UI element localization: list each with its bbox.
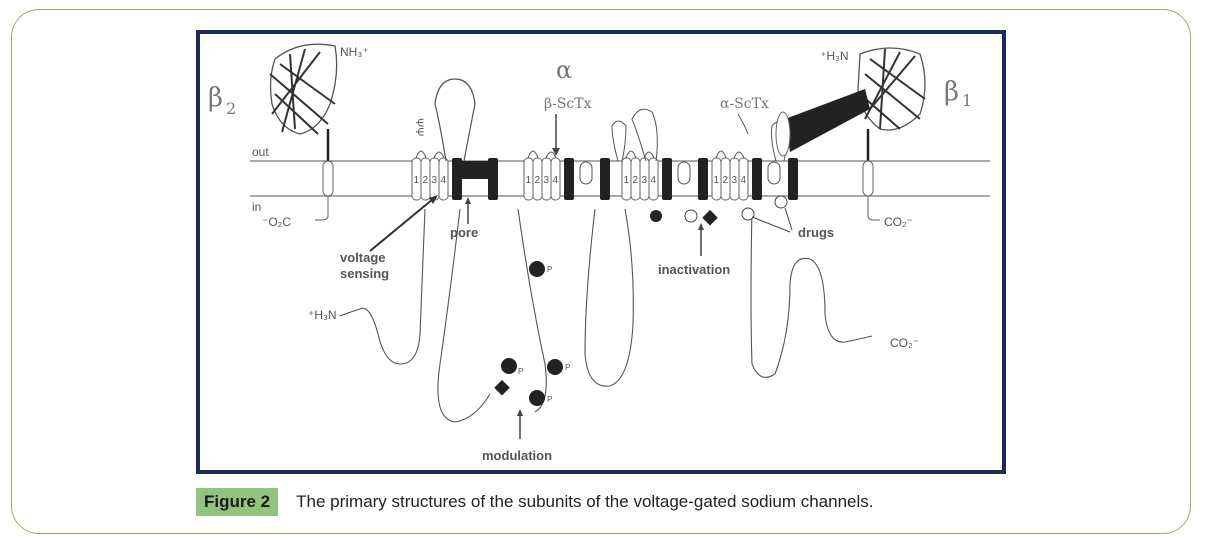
voltage-label: voltage (340, 250, 386, 265)
beta-sctx-label: β-ScTx (544, 96, 592, 112)
phospho-label: P (518, 367, 523, 376)
inactivation-label: inactivation (658, 262, 730, 277)
beta2-nh3-label: NH₃⁺ (340, 45, 369, 59)
segment-s6 (698, 158, 708, 200)
segment-number: 4 (651, 175, 657, 186)
beta1-subunit: ⁺H₃N β 1 CO₂⁻ (775, 47, 972, 229)
segment-number: 4 (441, 175, 447, 186)
phospho-label: P (547, 395, 552, 404)
figure-caption: Figure 2 The primary structures of the s… (196, 488, 874, 516)
phospho-label: P (547, 265, 552, 274)
sensing-label: sensing (340, 266, 389, 281)
beta2-subscript: 2 (226, 99, 236, 118)
segment-number: 1 (526, 175, 532, 186)
segment-number: 4 (553, 175, 559, 186)
co2-tail-label: CO₂⁻ (890, 336, 919, 350)
segment-number: 3 (544, 175, 550, 186)
segment-number: 2 (723, 175, 729, 186)
pore-label: pore (450, 225, 478, 240)
segment-number: 4 (741, 175, 747, 186)
figure-number-badge: Figure 2 (196, 488, 279, 516)
alpha-label: α (556, 56, 572, 84)
co2-right-label: CO₂⁻ (884, 215, 913, 229)
segment-s5 (564, 158, 574, 200)
segment-s6 (488, 158, 498, 200)
phosphorylation-sites: P P P P (494, 261, 570, 406)
drugs-label: drugs (798, 225, 834, 240)
beta2-subunit: β 2 NH₃⁺ ⁻O₂C (208, 43, 369, 229)
segment-s6 (788, 158, 798, 200)
modulation-label: modulation (482, 448, 552, 463)
beta1-subscript: 1 (962, 91, 972, 110)
segment-s5 (452, 158, 462, 200)
o2c-label: ⁻O₂C (262, 215, 291, 229)
segment-s6 (600, 158, 610, 200)
segment-number: 2 (633, 175, 639, 186)
phospho-label: P (565, 363, 570, 372)
segment-s5 (752, 158, 762, 200)
segment-number: 2 (535, 175, 541, 186)
segment-number: 1 (624, 175, 630, 186)
alpha-sctx-label: α-ScTx (720, 96, 769, 112)
segment-number: 1 (414, 175, 420, 186)
in-label: in (252, 200, 261, 214)
beta1-h3n-label: ⁺H₃N (820, 49, 849, 63)
segment-number: 3 (732, 175, 738, 186)
segment-number: 3 (642, 175, 648, 186)
segment-s5 (662, 158, 672, 200)
beta2-label: β (208, 83, 223, 113)
segment-number: 3 (432, 175, 438, 186)
segment-number: 1 (714, 175, 720, 186)
pore-region (460, 161, 490, 179)
h3n-nterm-label: ⁺H₃N (308, 308, 337, 322)
beta1-label: β (944, 77, 959, 107)
caption-text: The primary structures of the subunits o… (296, 492, 874, 511)
out-label: out (252, 145, 269, 159)
glycosylation-icon: ΨΨ (413, 118, 425, 136)
segment-number: 2 (423, 175, 429, 186)
